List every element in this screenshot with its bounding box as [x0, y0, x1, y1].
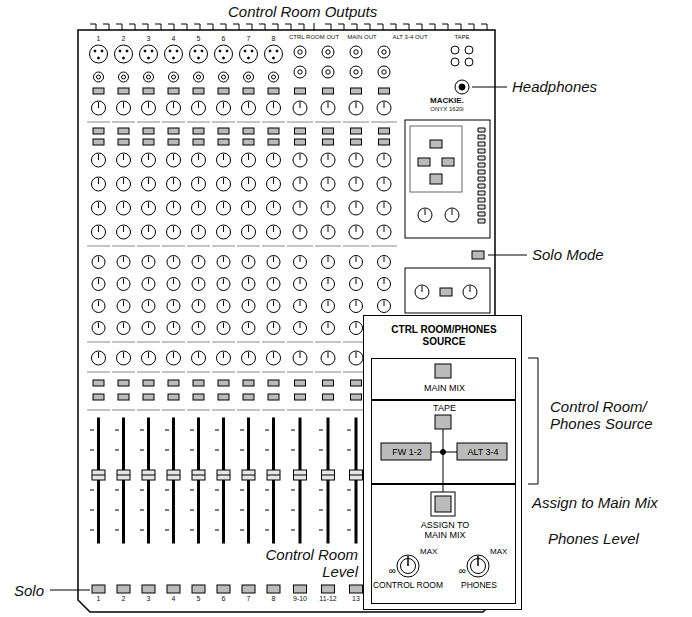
channel-number: 8 [266, 595, 282, 603]
mono-channels [86, 0, 286, 617]
master-section [452, 209, 453, 215]
channel-number: 13 [343, 595, 369, 603]
master-section [405, 268, 490, 313]
master-section [472, 251, 484, 259]
callout-label: Solo [14, 582, 54, 599]
callout-label: Control Room Level [248, 546, 358, 581]
channel-number: 6 [216, 595, 232, 603]
master-section [425, 209, 426, 215]
callout-label: Control Room Outputs [228, 3, 428, 20]
button-label: ASSIGN TO MAIN MIX [410, 520, 480, 541]
master-section [415, 285, 429, 299]
master-section [465, 46, 473, 54]
inset-controls [435, 496, 451, 512]
callout-label: Assign to Main Mix [532, 494, 682, 511]
channel-number: 5 [191, 595, 207, 603]
master-section [459, 84, 465, 90]
master-section [410, 126, 462, 192]
inset-controls [441, 450, 446, 455]
inset-controls [435, 415, 451, 429]
master-section [418, 158, 430, 166]
panel-legend: CTRL ROOM OUT [284, 34, 344, 41]
channel-number: 9-10 [287, 595, 313, 603]
inset-controls [457, 443, 507, 460]
leader-lines [528, 358, 538, 484]
callout-label: Control Room/ Phones Source [550, 398, 685, 433]
channel-number: 4 [166, 595, 182, 603]
master-section [440, 288, 452, 296]
source-section: TAPE FW 1-2 ALT 3-4 [371, 400, 516, 484]
channel-number: 5 [191, 35, 207, 43]
inset-ground [363, 315, 522, 610]
knob-scale: MAX [420, 547, 442, 556]
button-label: MAIN MIX [372, 383, 517, 393]
panel-legend: TAPE [447, 34, 477, 41]
inset-panel: CTRL ROOM/PHONES SOURCE MAIN MIX TAPE FW 1-… [363, 315, 522, 610]
leader-lines [50, 590, 90, 591]
inset-controls [407, 556, 409, 566]
panel-heading: CTRL ROOM/PHONES SOURCE [379, 324, 509, 347]
panel-legend: ALT 3-4 OUT [385, 34, 435, 41]
inset-controls [431, 492, 455, 516]
channel-number: 6 [216, 35, 232, 43]
master-section [430, 174, 442, 184]
inset-controls [381, 443, 431, 460]
master-section [418, 208, 432, 222]
level-section: ASSIGN TO MAIN MIX ∞ MAX CONTROL ROOM ∞ MAX PH… [371, 484, 516, 604]
leader-lines [488, 255, 527, 256]
master-section [422, 286, 423, 292]
channel-number: 2 [116, 595, 132, 603]
channel-number: 1 [91, 595, 107, 603]
master-section [405, 46, 490, 313]
inset-controls [467, 555, 489, 577]
model-name: ONYX 1620i [417, 106, 477, 113]
master-section [455, 80, 469, 94]
leader-lines [472, 87, 507, 88]
master-section [463, 285, 477, 299]
leader-lines [314, 23, 315, 31]
knob-scale: MAX [490, 547, 512, 556]
knob-label: CONTROL ROOM [372, 581, 444, 591]
channel-number: 11-12 [315, 595, 341, 603]
master-section [445, 208, 459, 222]
inset-controls [435, 364, 451, 378]
channel-number: 3 [141, 35, 157, 43]
master-section [451, 46, 459, 54]
callout-label: Solo Mode [532, 246, 682, 263]
inset-controls [381, 364, 507, 577]
inset-controls [443, 429, 444, 492]
knob-scale: ∞ [454, 565, 466, 577]
master-section [470, 286, 471, 292]
brand-logo: MACKIE. [420, 96, 474, 105]
channel-number: 3 [141, 595, 157, 603]
master-section [430, 140, 442, 148]
master-section [465, 58, 473, 66]
source-section: MAIN MIX [371, 358, 516, 400]
callout-label: Phones Level [548, 530, 683, 547]
master-section [478, 128, 485, 223]
knob-label: PHONES [444, 581, 514, 591]
channel-number: 1 [91, 35, 107, 43]
channel-number: 2 [116, 35, 132, 43]
channel-number: 4 [166, 35, 182, 43]
master-section [405, 120, 490, 238]
channel-number: 7 [241, 35, 257, 43]
button-label: FW 1-2 [382, 447, 432, 457]
callout-label: Headphones [512, 78, 662, 95]
inset-controls [477, 556, 479, 566]
button-label: ALT 3-4 [458, 447, 508, 457]
channel-number: 8 [266, 35, 282, 43]
inset-controls [397, 555, 419, 577]
master-section [442, 158, 454, 166]
button-label: TAPE [372, 403, 517, 413]
channel-number: 7 [241, 595, 257, 603]
panel-legend: MAIN OUT [337, 34, 387, 41]
master-section [451, 58, 459, 66]
knob-scale: ∞ [384, 565, 396, 577]
